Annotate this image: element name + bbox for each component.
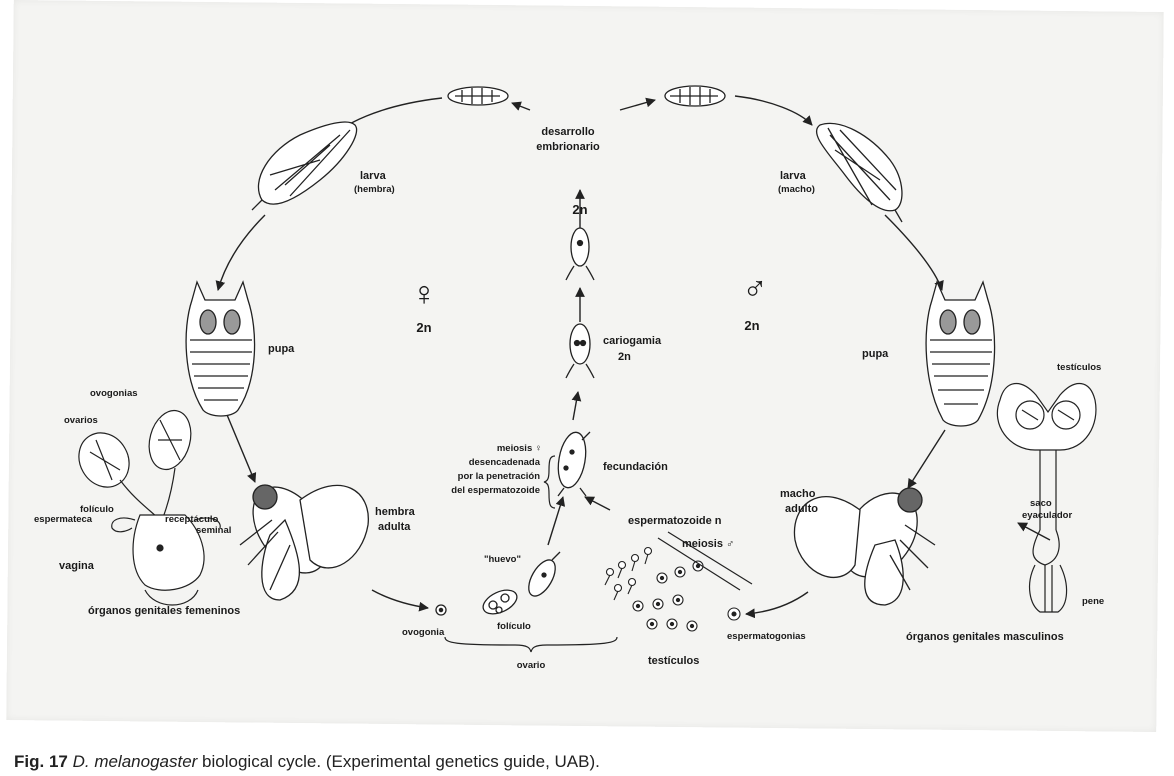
arrow-adult-m-to-espermatogonias	[746, 592, 808, 614]
arrow-fecundacion-to-cariogamia	[573, 392, 578, 420]
label-vagina: vagina	[59, 560, 95, 572]
early-larva-male	[665, 86, 725, 106]
label-ovogonias: ovogonias	[90, 388, 138, 399]
male-symbol: ♂	[742, 270, 768, 308]
label-adulta: adulta	[378, 521, 411, 533]
label-fecundacion: fecundación	[603, 461, 668, 473]
label-adulto: adulto	[785, 503, 818, 515]
label-larva-f: larva	[360, 170, 387, 182]
label-espermateca: espermateca	[34, 514, 93, 525]
label-espermatozoide-n: espermatozoide n	[628, 515, 722, 527]
label-desencadenada: desencadenada	[469, 457, 541, 468]
label-pene: pene	[1082, 596, 1104, 607]
label-larva-m-sub: (macho)	[778, 184, 815, 195]
label-zygote-ploidy: 2n	[572, 202, 587, 217]
arrow-larva-m-to-larva-m2	[735, 96, 812, 125]
figure-caption: Fig. 17 D. melanogaster biological cycle…	[14, 752, 600, 772]
label-cariogamia-ploidy: 2n	[618, 351, 631, 363]
label-hembra: hembra	[375, 506, 416, 518]
label-por-la-penetracion: por la penetración	[458, 471, 541, 482]
label-ovogonia: ovogonia	[402, 627, 445, 638]
caption-fig: Fig. 17	[14, 752, 68, 771]
arrow-pupa-f-to-adult	[225, 410, 255, 482]
arrow-adult-f-to-ovogonia	[372, 590, 428, 608]
label-larva-f-sub: (hembra)	[354, 184, 395, 195]
zygote-cell	[566, 228, 594, 280]
arrow-larva-m-to-pupa	[885, 215, 942, 290]
label-larva-m: larva	[780, 170, 807, 182]
arrow-embryo-to-larva-f	[512, 103, 530, 110]
label-organos-masc: órganos genitales masculinos	[906, 631, 1064, 643]
label-meiosis-f: meiosis ♀	[497, 443, 542, 454]
fecundacion-cell	[554, 430, 590, 496]
sperm-cells	[605, 548, 652, 601]
foliculo-sketch	[479, 585, 520, 618]
label-seminal: seminal	[196, 525, 231, 536]
larva-male-sketch	[817, 123, 902, 222]
caption-species: D. melanogaster	[73, 752, 198, 771]
label-embrionario: embrionario	[536, 141, 600, 153]
label-organos-fem: órganos genitales femeninos	[88, 605, 240, 617]
label-ovario: ovario	[517, 660, 546, 671]
label-testiculos-bottom: testículos	[648, 655, 699, 667]
female-symbol: ♀	[411, 275, 437, 313]
adult-female-fly	[238, 473, 368, 600]
label-male-ploidy: 2n	[744, 318, 759, 333]
label-foliculo: folículo	[497, 621, 531, 632]
arrow-embryo-to-larva-m	[620, 100, 655, 110]
caption-text: biological cycle. (Experimental genetics…	[197, 752, 600, 771]
meiosis-brace	[544, 456, 555, 508]
label-receptaculo: receptáculo	[165, 514, 219, 525]
arrow-saco-pointer	[1018, 523, 1050, 540]
label-saco: saco	[1030, 498, 1052, 509]
arrow-sperm-to-fecundacion	[585, 497, 610, 510]
spermatogonia-cells	[633, 561, 740, 631]
label-pupa-left: pupa	[268, 343, 295, 355]
larva-female-sketch	[252, 122, 357, 210]
arrow-larva-f-to-pupa	[218, 215, 265, 290]
early-larva-female	[448, 87, 508, 105]
label-meiosis-m: meiosis ♂	[682, 538, 734, 550]
ovogonia-cell	[436, 605, 446, 615]
label-testiculos-right: testículos	[1057, 362, 1101, 373]
label-huevo: "huevo"	[484, 554, 521, 565]
label-desarrollo: desarrollo	[541, 126, 594, 138]
pupa-male-sketch	[926, 282, 994, 426]
adult-male-fly	[794, 479, 935, 605]
label-del-espermatozoide: del espermatozoide	[451, 485, 540, 496]
label-cariogamia: cariogamia	[603, 335, 662, 347]
huevo-cell	[523, 552, 560, 600]
cariogamia-cell	[566, 324, 594, 378]
label-macho: macho	[780, 488, 816, 500]
pupa-female-sketch	[186, 282, 254, 416]
arrow-pupa-m-to-adult	[908, 430, 945, 488]
label-female-ploidy: 2n	[416, 320, 431, 335]
label-espermatogonias: espermatogonias	[727, 631, 806, 642]
ovario-brace	[445, 637, 617, 652]
label-ovarios: ovarios	[64, 415, 98, 426]
label-pupa-right: pupa	[862, 348, 889, 360]
label-eyaculador: eyaculador	[1022, 510, 1072, 521]
